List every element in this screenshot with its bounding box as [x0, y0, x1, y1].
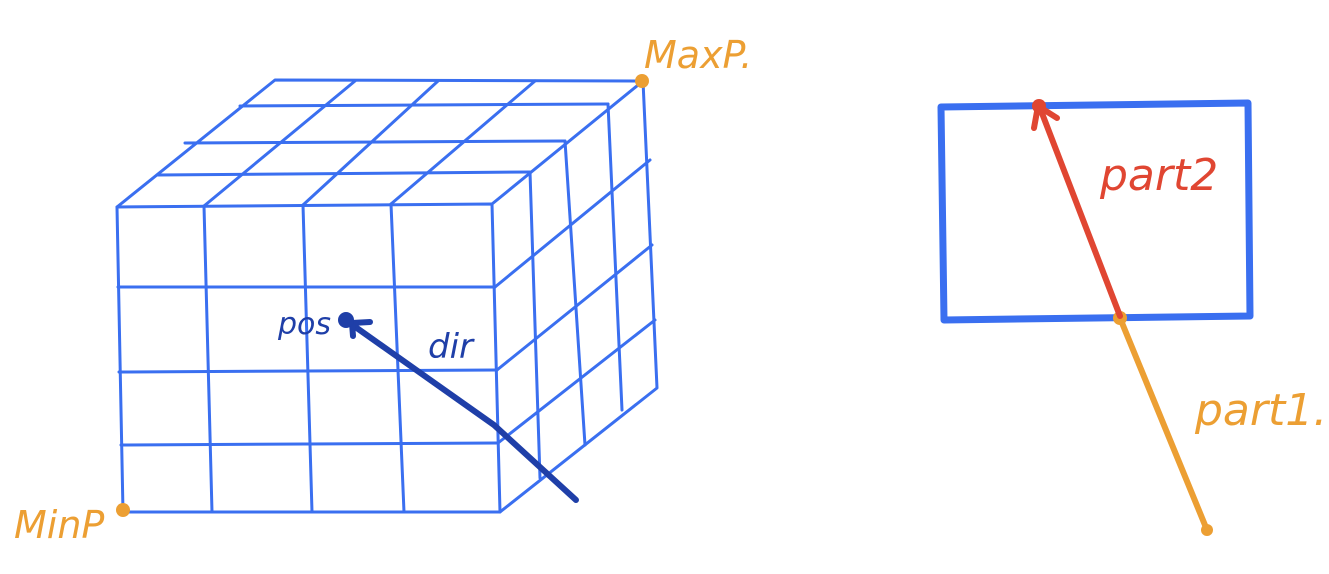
segment-inside-label: part2 — [1099, 150, 1218, 201]
cube-top-column-line — [389, 79, 537, 206]
max-point-label: MaxP. — [644, 33, 752, 77]
ray-origin-dot — [338, 312, 354, 328]
cube-top-row-line — [155, 170, 532, 177]
min-point-label: MinP — [14, 503, 104, 547]
segment-start-dot — [1201, 524, 1213, 536]
cube-top-row-line — [238, 102, 610, 108]
segment-inside-line — [1037, 105, 1123, 319]
min-point-dot — [116, 503, 130, 517]
voxel-grid-cube — [115, 78, 659, 514]
exit-point-dot — [1032, 99, 1046, 113]
bounding-box-rectangle — [937, 99, 1254, 324]
max-point-dot — [635, 74, 649, 88]
cube-side-face-outline — [498, 79, 659, 514]
cube-front-column-line — [301, 203, 314, 514]
cube-side-column-line — [606, 102, 624, 412]
direction-label: dir — [428, 327, 475, 367]
segment-outside-label: part1. — [1194, 385, 1327, 436]
cube-side-column-line — [528, 170, 542, 480]
cube-front-column-line — [202, 204, 214, 514]
segment-outside-line — [1117, 315, 1210, 533]
cube-top-row-line — [183, 139, 567, 145]
cube-top-column-line — [301, 79, 440, 207]
ray-direction-line — [351, 323, 579, 503]
position-label: pos — [277, 307, 331, 342]
cube-top-column-line — [202, 79, 357, 208]
cube-side-row-line — [496, 318, 657, 445]
cube-side-row-line — [493, 158, 652, 289]
cube-side-column-line — [563, 139, 587, 447]
cube-side-row-line — [495, 243, 654, 372]
